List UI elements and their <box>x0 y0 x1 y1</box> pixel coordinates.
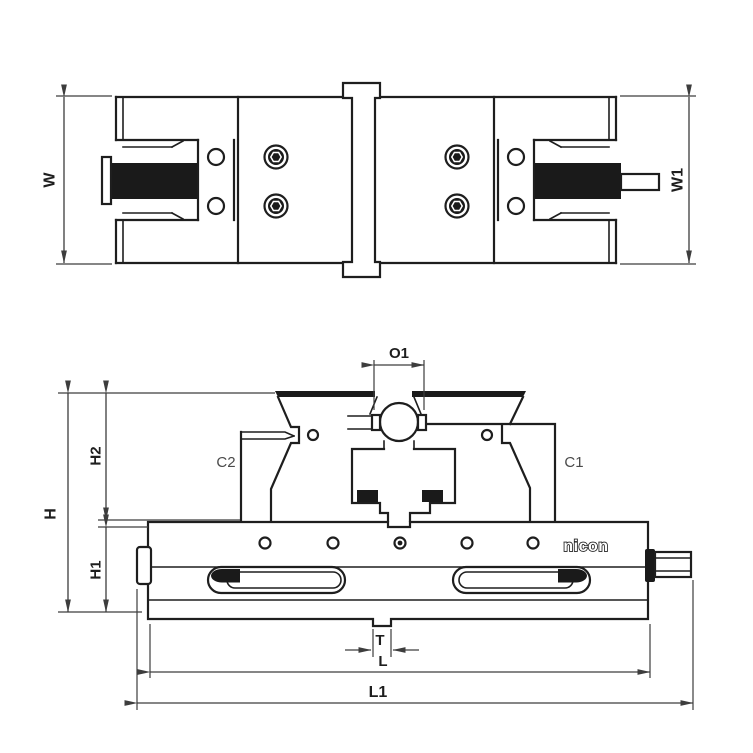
dim-label-h1: H1 <box>88 560 105 579</box>
dim-w1: W1 <box>620 84 696 265</box>
right-jaw-plate-top <box>496 138 536 222</box>
dim-label-h: H <box>43 508 60 520</box>
part-label-c2: C2 <box>216 454 235 471</box>
dim-label-o1: O1 <box>389 345 409 362</box>
brand-logo: nicon <box>563 538 608 555</box>
dim-label-w1: W1 <box>670 168 687 192</box>
plate-hole <box>506 147 526 167</box>
base-mounting-holes <box>258 536 540 550</box>
left-jaw-plate-top <box>196 95 240 265</box>
coupling-housing <box>350 447 457 523</box>
dim-h-group: H H2 H1 <box>43 380 275 613</box>
plate-hole <box>206 196 226 216</box>
left-jaw: C2 <box>216 391 379 523</box>
hex-socket-screw <box>263 193 289 219</box>
front-view: nicon <box>43 345 694 710</box>
jaw-hole <box>306 428 320 442</box>
left-jaw-top-face <box>275 391 375 397</box>
dim-l1: L1 <box>124 580 694 710</box>
dim-o1: O1 <box>361 345 425 410</box>
right-jaw: C1 <box>412 391 584 523</box>
base-slot-left <box>206 565 347 595</box>
jaw-hole <box>480 428 494 442</box>
dim-w: W <box>42 84 112 265</box>
base: nicon <box>135 520 693 628</box>
dim-label-w: W <box>42 172 59 188</box>
dim-label-h2: H2 <box>88 446 105 465</box>
right-guide-channel <box>532 138 618 222</box>
dim-l: L <box>137 624 651 678</box>
left-guide-channel <box>114 138 200 222</box>
center-key <box>341 81 382 279</box>
base-slot-right <box>451 565 592 595</box>
left-screw-rod <box>100 155 198 206</box>
hex-socket-screw <box>263 144 289 170</box>
coupling-nut <box>378 401 420 443</box>
dim-t: T <box>345 629 419 657</box>
left-jaw-plate <box>239 430 296 523</box>
hex-socket-screw <box>444 193 470 219</box>
right-center-block <box>444 95 496 265</box>
hex-socket-screw <box>444 144 470 170</box>
part-label-c1: C1 <box>564 454 583 471</box>
right-screw-rod <box>535 163 661 199</box>
base-end-stop <box>135 545 153 586</box>
top-view: W W1 <box>42 81 696 279</box>
plate-hole <box>506 196 526 216</box>
clamp-pad <box>422 490 443 502</box>
left-center-block <box>263 144 289 219</box>
dim-label-t: T <box>375 632 384 649</box>
drive-shaft <box>645 549 693 582</box>
top-view-body <box>114 95 618 265</box>
clamp-pad <box>357 490 378 502</box>
dim-label-l: L <box>378 653 387 670</box>
plate-hole <box>206 147 226 167</box>
screw-coupling <box>347 401 457 523</box>
dim-label-l1: L1 <box>369 684 388 701</box>
right-jaw-top-face <box>412 391 526 397</box>
